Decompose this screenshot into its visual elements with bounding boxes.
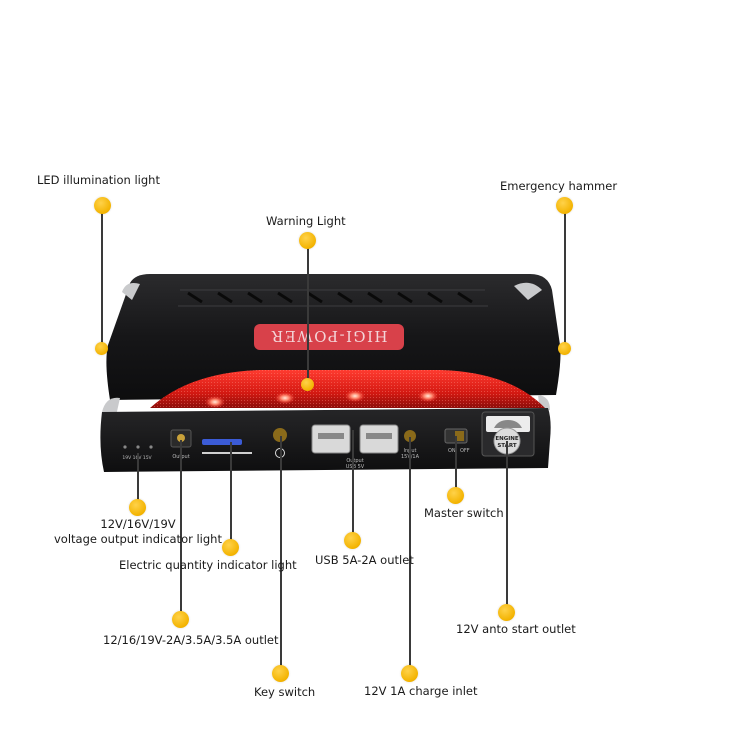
- label-anto-start: 12V anto start outlet: [456, 622, 576, 636]
- leader-usb-outlet: [352, 430, 354, 540]
- label-usb-outlet: USB 5A-2A outlet: [315, 553, 414, 567]
- battery-indicator: [202, 439, 242, 445]
- label-charge-inlet: 12V 1A charge inlet: [364, 684, 478, 698]
- label-voltage-indicator-line1: 12V/16V/19V: [100, 517, 176, 531]
- leader-multi-outlet: [180, 440, 182, 620]
- leader-key-switch: [280, 436, 282, 674]
- label-voltage-indicator: 12V/16V/19V voltage output indicator lig…: [18, 517, 258, 547]
- label-multi-outlet: 12/16/19V-2A/3.5A/3.5A outlet: [103, 633, 279, 647]
- callout-dot-warning-light-end: [301, 378, 314, 391]
- svg-text:ON: ON: [448, 448, 456, 454]
- leader-charge-inlet: [409, 437, 411, 674]
- brand-plate: [254, 324, 404, 350]
- label-voltage-indicator-line2: voltage output indicator light: [54, 532, 222, 546]
- label-emergency-hammer: Emergency hammer: [500, 179, 618, 193]
- corner-top-left: [122, 283, 140, 300]
- label-warning-light: Warning Light: [266, 214, 346, 228]
- brand-label: HIGI-POWER: [270, 327, 387, 345]
- callout-dot-electric-quantity: [222, 539, 239, 556]
- callout-dot-usb-outlet: [344, 532, 361, 549]
- callout-dot-led-light: [94, 197, 111, 214]
- charge-inlet-port: [404, 430, 416, 442]
- callout-dot-multi-outlet: [172, 611, 189, 628]
- leader-led-light: [101, 212, 103, 350]
- leader-warning-light: [307, 248, 309, 385]
- vent-slots: [187, 291, 473, 304]
- svg-text:Output: Output: [346, 458, 363, 464]
- callout-dot-charge-inlet: [401, 665, 418, 682]
- corner-top-right: [514, 282, 542, 300]
- label-master-switch: Master switch: [424, 506, 504, 520]
- leader-emergency-hammer: [564, 212, 566, 350]
- callout-dot-anto-start: [498, 604, 515, 621]
- label-led-light: LED illumination light: [37, 173, 160, 187]
- leader-anto-start: [506, 441, 508, 613]
- callout-dot-master-switch: [447, 487, 464, 504]
- key-switch-button: [273, 428, 287, 442]
- corner-bottom-left: [102, 397, 120, 416]
- svg-text:OFF: OFF: [460, 448, 470, 454]
- callout-dot-voltage-indicator: [129, 499, 146, 516]
- leader-electric-quantity: [230, 442, 232, 548]
- callout-dot-led-light-end: [95, 342, 108, 355]
- callout-dot-emergency-hammer: [556, 197, 573, 214]
- svg-text:ENGINE: ENGINE: [495, 436, 519, 442]
- label-key-switch: Key switch: [254, 685, 316, 699]
- callout-dot-emergency-hammer-end: [558, 342, 571, 355]
- callout-dot-warning-light: [299, 232, 316, 249]
- leader-master-switch: [455, 436, 457, 496]
- leader-voltage-indicator: [137, 453, 139, 508]
- svg-text:USB 5V: USB 5V: [346, 464, 365, 470]
- label-electric-quantity: Electric quantity indicator light: [119, 558, 297, 572]
- callout-dot-key-switch: [272, 665, 289, 682]
